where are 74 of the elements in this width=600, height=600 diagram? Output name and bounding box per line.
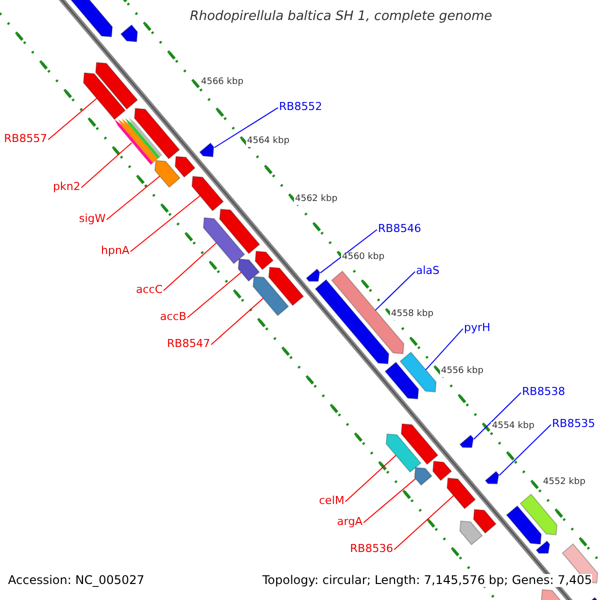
leader-line <box>80 142 132 188</box>
leader-line <box>498 424 552 476</box>
gene-block <box>473 508 497 534</box>
gene-block <box>95 62 138 110</box>
gene-block <box>520 494 558 536</box>
gene-block <box>82 72 126 120</box>
gene-block <box>254 250 274 270</box>
gene-label: pkn2 <box>53 181 80 194</box>
gene-label: accC <box>136 284 163 296</box>
scale-label: 4564 kbp <box>246 137 290 147</box>
leader-line <box>48 98 98 140</box>
gene-label: RB8536 <box>350 543 394 556</box>
gene-block <box>219 208 260 254</box>
gene-block <box>306 268 320 282</box>
scale-label: 4554 kbp <box>491 422 536 432</box>
gene-label: hpnA <box>101 245 130 258</box>
gene-block <box>252 276 290 316</box>
gene-block <box>238 258 260 282</box>
gene-label: alaS <box>416 265 440 278</box>
leader-line <box>374 271 416 311</box>
gene-label: RB8552 <box>279 101 322 114</box>
leader-line <box>130 195 201 252</box>
gene-label: RB8546 <box>378 223 422 236</box>
gene-block <box>386 433 422 473</box>
gene-label: RB8538 <box>522 386 566 398</box>
leader-line <box>473 392 522 440</box>
gene-block <box>114 118 162 165</box>
leader-line <box>363 478 416 524</box>
footer-note: Accession: NC_005027 <box>8 574 144 588</box>
gene-block <box>506 505 542 545</box>
gene-block <box>400 423 438 465</box>
gene-block <box>400 352 437 392</box>
gene-block <box>314 279 390 364</box>
gene-block <box>432 460 452 482</box>
gene-block <box>484 470 500 484</box>
leader-line <box>425 328 464 370</box>
gene-label: pyrH <box>464 322 490 334</box>
gene-block <box>134 108 180 160</box>
gene-label: sigW <box>79 213 106 226</box>
gene-label: RB8557 <box>4 133 48 146</box>
scale-label: 4558 kbp <box>390 310 434 320</box>
scale-label: 4566 kbp <box>200 78 244 88</box>
footer-note: Topology: circular; Length: 7,145,576 bp; Genes: 7,405 <box>262 574 592 588</box>
gene-label: RB8547 <box>167 338 210 350</box>
leader-line <box>214 107 278 148</box>
gene-label: argA <box>337 516 363 528</box>
leader-line <box>106 176 160 220</box>
leader-line <box>163 242 217 292</box>
leader-line <box>186 272 242 318</box>
gene-block <box>414 467 432 486</box>
gene-block <box>459 520 483 546</box>
scale-label: 4552 kbp <box>542 478 586 488</box>
gene-label: accB <box>160 311 186 324</box>
leader-line <box>210 298 264 346</box>
chart-title: Rhodopirellula baltica SH 1, complete genome <box>188 10 494 24</box>
gene-block <box>536 540 550 554</box>
gene-block <box>191 176 224 212</box>
gene-block <box>384 362 420 400</box>
gene-block <box>459 434 474 448</box>
gene-block <box>120 24 138 42</box>
gene-label: RB8535 <box>552 418 596 430</box>
gene-block <box>199 142 214 158</box>
scale-label: 4560 kbp <box>341 253 386 263</box>
gene-label: celM <box>319 495 344 508</box>
leader-line <box>344 454 396 502</box>
leader-line <box>394 495 454 550</box>
scale-label: 4562 kbp <box>294 195 338 205</box>
gene-block <box>446 478 476 510</box>
leader-line <box>320 229 378 274</box>
scale-label: 4556 kbp <box>440 367 484 377</box>
gene-block <box>174 156 196 178</box>
gene-block <box>202 217 246 264</box>
gene-block <box>268 266 304 306</box>
gene-block <box>154 160 181 188</box>
